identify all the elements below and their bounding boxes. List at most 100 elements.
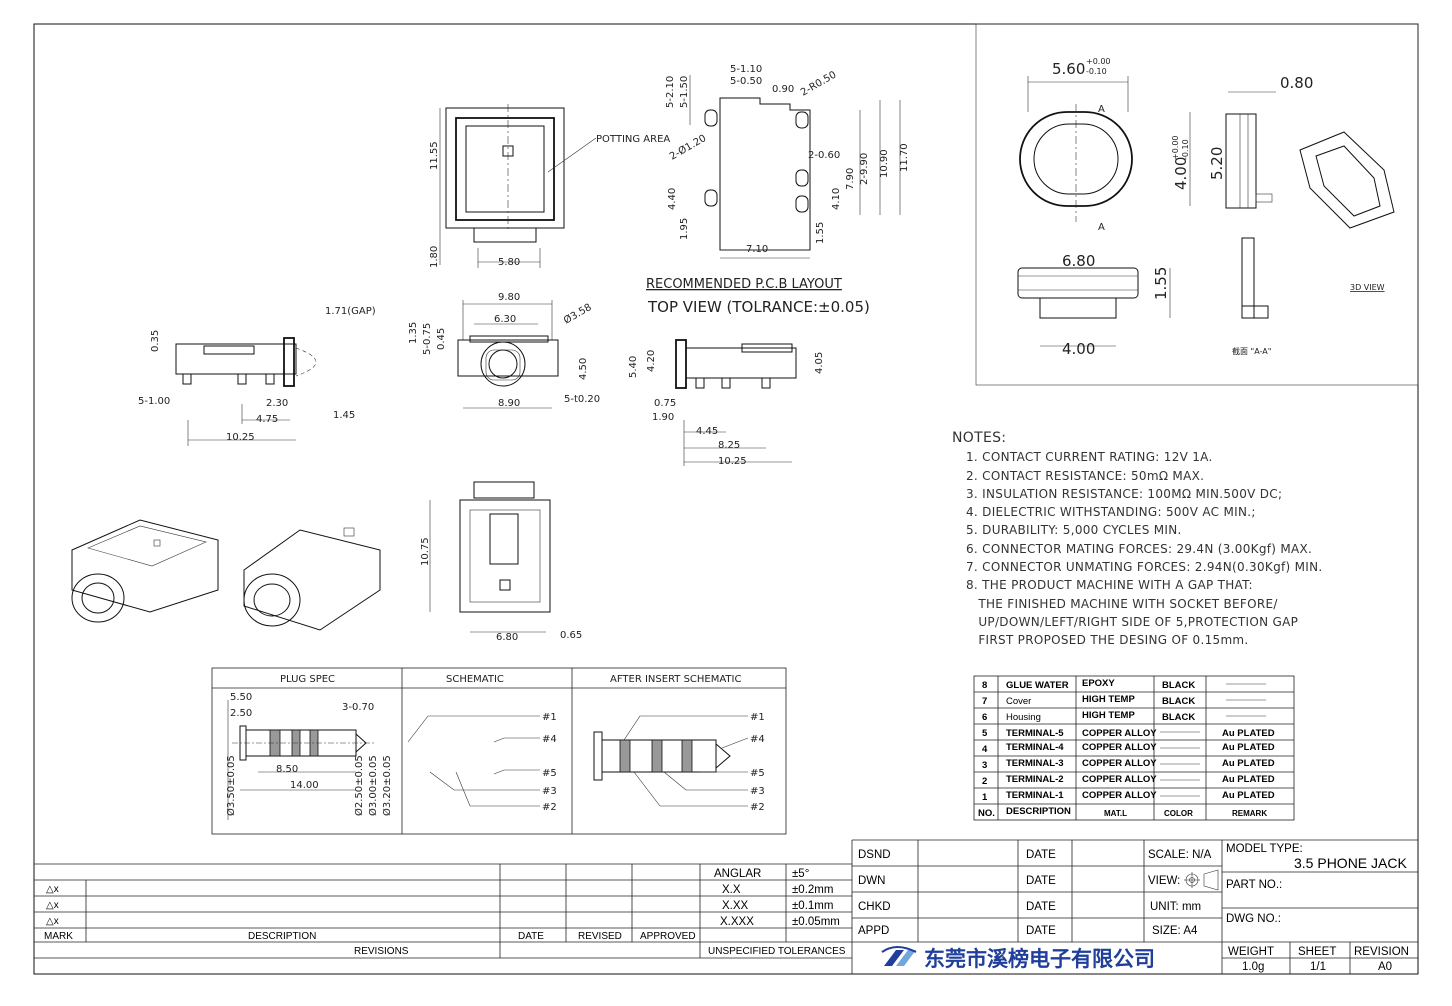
- rs-dim-4-45: 4.45: [696, 426, 718, 437]
- 3d-view-label: 3D VIEW: [1350, 283, 1385, 292]
- tb-dwn: DWN: [858, 875, 885, 887]
- plug-len-5-50: 5.50: [230, 692, 252, 703]
- bom-desc: TERMINAL-4: [1006, 742, 1064, 753]
- revisions-title: REVISIONS: [354, 946, 409, 957]
- bom-color: BLACK: [1162, 712, 1195, 723]
- plug-len-14-00: 14.00: [290, 780, 319, 791]
- bom-mat: COPPER ALLOY: [1082, 758, 1157, 769]
- bom-mat: COPPER ALLOY: [1082, 790, 1157, 801]
- side-dim-2-30: 2.30: [266, 398, 288, 409]
- bom-remark: Au PLATED: [1222, 790, 1275, 801]
- after-pin-2: #2: [750, 802, 765, 813]
- pcb-dim-7: 2-0.60: [808, 150, 840, 161]
- bottom-view: 10.75 6.80 0.65: [420, 481, 582, 643]
- tb-model-type-label: MODEL TYPE:: [1226, 843, 1303, 855]
- note-5: 5. DURABILITY: 5,000 CYCLES MIN.: [966, 523, 1182, 537]
- potting-area-label: POTTING AREA: [596, 134, 670, 145]
- tb-chkd: CHKD: [858, 901, 891, 913]
- title-block: DSND DWN CHKD APPD DATE DATE DATE DATE S…: [852, 839, 1418, 974]
- bom-mat: COPPER ALLOY: [1082, 742, 1157, 753]
- note-3: 3. INSULATION RESISTANCE: 100MΩ MIN.500V…: [966, 487, 1282, 501]
- bom-header-desc: DESCRIPTION: [1006, 806, 1071, 817]
- sch-pin-3: #3: [542, 786, 557, 797]
- bom-row-3: 3 TERMINAL-3 COPPER ALLOY Au PLATED: [982, 758, 1275, 771]
- plug-dia-3-50: Ø3.50±0.05: [225, 755, 237, 816]
- isometric-views: [71, 519, 381, 631]
- front-dim-3-58: Ø3.58: [562, 301, 594, 326]
- note-8-line-3: UP/DOWN/LEFT/RIGHT SIDE OF 5,PROTECTION …: [966, 615, 1298, 629]
- plug-dim-4-00-b: 4.00: [1062, 340, 1095, 358]
- rev-mark-2: △x: [46, 900, 59, 911]
- plug-dim-6-80: 6.80: [1062, 252, 1095, 270]
- bom-color: BLACK: [1162, 680, 1195, 691]
- side-dim-4-75: 4.75: [256, 414, 278, 425]
- rs-dim-0-75: 0.75: [654, 398, 676, 409]
- note-1: 1. CONTACT CURRENT RATING: 12V 1A.: [966, 450, 1213, 464]
- plug-dim-1-55: 1.55: [1152, 267, 1170, 300]
- rs-dim-5-40: 5.40: [628, 356, 639, 378]
- bom-header-no: NO.: [978, 808, 995, 819]
- front-dim-9-80: 9.80: [498, 292, 520, 303]
- dim-5-80: 5.80: [498, 257, 520, 268]
- pcb-dim-6: 2-Ø1.20: [668, 132, 709, 162]
- front-face-view: 9.80 6.30 Ø3.58 1.35 5-0.75 0.45 4.50 8.…: [408, 292, 600, 409]
- plug-panel-drawings: 5.60 +0.00 -0.10 A A 4.00 +0.00 -0.10 5.…: [1017, 57, 1395, 358]
- tolerances-title: UNSPECIFIED TOLERANCES: [708, 946, 846, 957]
- tb-scale: SCALE: N/A: [1148, 849, 1212, 861]
- sch-pin-2: #2: [542, 802, 557, 813]
- plug-dim-5-60: 5.60: [1052, 60, 1085, 78]
- rev-col-approved: APPROVED: [640, 931, 696, 942]
- tb-size: SIZE: A4: [1152, 925, 1198, 937]
- tol-x-x-value: ±0.2mm: [792, 884, 833, 896]
- bom-no: 1: [982, 792, 988, 803]
- pcb-dim-5: 2-R0.50: [799, 69, 838, 98]
- plug-dim-3-0-70: 3-0.70: [342, 702, 374, 713]
- pcb-dim-2: 5-1.10: [730, 64, 762, 75]
- plug-dim-0-80: 0.80: [1280, 74, 1313, 92]
- bom-desc: TERMINAL-2: [1006, 774, 1064, 785]
- rev-mark-1: △x: [46, 884, 59, 895]
- plug-spec-header: PLUG SPEC: [280, 674, 335, 685]
- bom-table: 8 GLUE WATER EPOXY BLACK 7 Cover HIGH TE…: [973, 675, 1295, 821]
- side-dim-10-25: 10.25: [226, 432, 255, 443]
- plug-dia-2-50: Ø2.50±0.05: [353, 755, 365, 816]
- front-dim-4-50: 4.50: [578, 358, 589, 380]
- bottom-dim-6-80: 6.80: [496, 632, 518, 643]
- plug-len-8-50: 8.50: [276, 764, 298, 775]
- plug-dim-5-20: 5.20: [1208, 147, 1226, 180]
- rs-dim-4-20: 4.20: [646, 350, 657, 372]
- tb-weight-label: WEIGHT: [1228, 946, 1274, 958]
- bom-header: NO. DESCRIPTION MAT.L COLOR REMARK: [978, 806, 1267, 819]
- after-pin-3: #3: [750, 786, 765, 797]
- bom-header-color: COLOR: [1164, 809, 1193, 818]
- rev-col-date: DATE: [518, 931, 544, 942]
- left-side-view: 1.71(GAP) 0.35 5-1.00 2.30 4.75 1.45 10.…: [138, 306, 376, 446]
- plug-dim-4-00: 4.00: [1172, 157, 1190, 190]
- gap-dim: 1.71(GAP): [325, 306, 376, 317]
- bom-mat: EPOXY: [1082, 678, 1115, 689]
- bom-desc: Housing: [1006, 712, 1041, 723]
- rs-dim-1-90: 1.90: [652, 412, 674, 423]
- bom-remark: Au PLATED: [1222, 758, 1275, 769]
- plug-tol-plus-2: +0.00: [1171, 135, 1180, 160]
- pcb-dim-1: 5-1.50: [679, 76, 690, 108]
- tb-dsnd: DSND: [858, 849, 891, 861]
- bom-desc: Cover: [1006, 696, 1031, 707]
- bom-no: 5: [982, 728, 988, 739]
- note-6: 6. CONNECTOR MATING FORCES: 29.4N (3.00K…: [966, 542, 1312, 556]
- dim-1-80: 1.80: [429, 246, 440, 268]
- sheet-border: [33, 23, 1419, 975]
- revisions-table: △x △x △x MARK DESCRIPTION DATE REVISED A…: [34, 840, 853, 974]
- bom-header-remark: REMARK: [1232, 809, 1267, 818]
- plug-len-2-50: 2.50: [230, 708, 252, 719]
- bom-row-1: 1 TERMINAL-1 COPPER ALLOY Au PLATED: [982, 790, 1275, 803]
- rs-dim-10-25: 10.25: [718, 456, 747, 467]
- section-a-a-label: 截面 "A-A": [1232, 346, 1271, 356]
- bom-no: 6: [982, 712, 987, 723]
- bom-color: BLACK: [1162, 696, 1195, 707]
- bom-remark: Au PLATED: [1222, 742, 1275, 753]
- tb-date-1: DATE: [1026, 849, 1056, 861]
- pcb-layout-title: RECOMMENDED P.C.B LAYOUT: [646, 277, 842, 292]
